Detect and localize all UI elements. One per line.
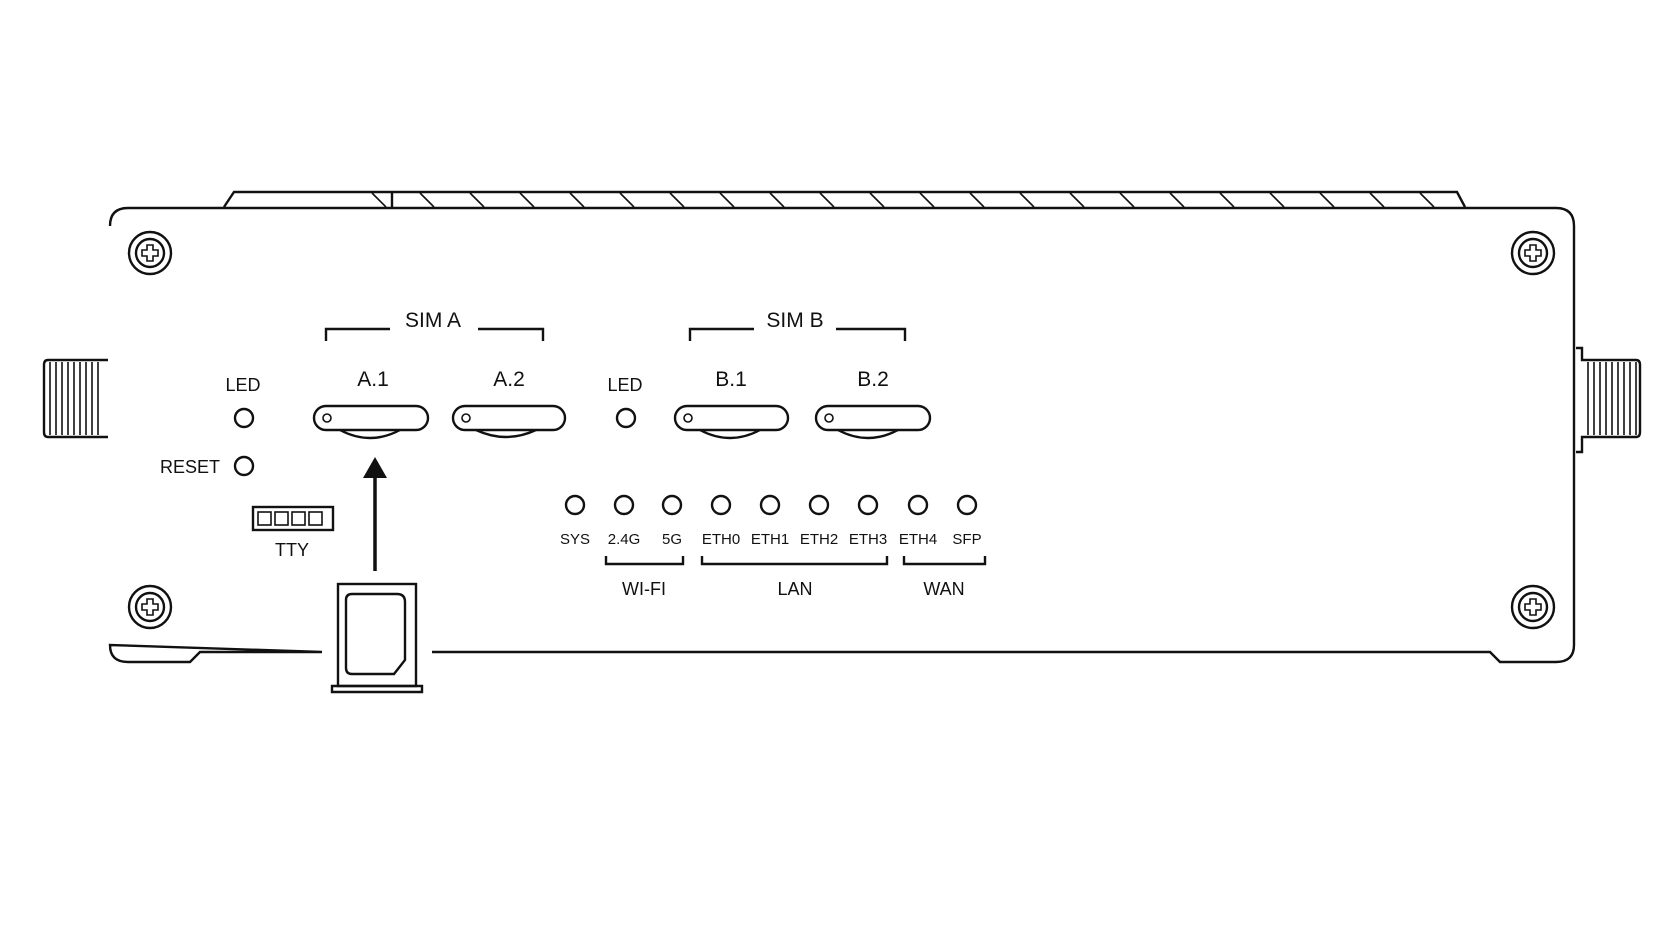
indicator-led-label: ETH0 bbox=[702, 531, 740, 548]
wifi-group-label: WI-FI bbox=[622, 579, 666, 599]
slot-b2-label: B.2 bbox=[857, 368, 889, 391]
status-led-left bbox=[233, 407, 255, 429]
tty-label: TTY bbox=[275, 540, 309, 560]
screw-icon bbox=[127, 584, 173, 630]
led-label-left: LED bbox=[225, 375, 260, 395]
sim-tray[interactable] bbox=[330, 582, 424, 694]
indicator-led-label: SFP bbox=[952, 531, 981, 548]
indicator-led-row: SYS 2.4G 5G ETH0 ETH1 ETH2 ETH3 ETH4 SFP bbox=[560, 494, 982, 548]
indicator-led-label: 5G bbox=[662, 531, 682, 548]
screw-icon bbox=[127, 230, 173, 276]
indicator-led-eth0 bbox=[710, 494, 732, 516]
reset-button[interactable] bbox=[233, 455, 255, 477]
indicator-led-5g bbox=[661, 494, 683, 516]
indicator-led-eth3 bbox=[857, 494, 879, 516]
lan-group: LAN bbox=[700, 556, 889, 599]
insert-arrow bbox=[363, 457, 387, 571]
indicator-led-24g bbox=[613, 494, 635, 516]
indicator-led-sfp bbox=[956, 494, 978, 516]
chassis-outline bbox=[108, 206, 1576, 664]
sim-slot-b1[interactable] bbox=[673, 404, 790, 440]
indicator-led-label: ETH1 bbox=[751, 531, 789, 548]
sim-b-group: SIM B bbox=[688, 309, 907, 341]
indicator-led-label: 2.4G bbox=[608, 531, 641, 548]
screw-icon bbox=[1510, 230, 1556, 276]
sim-a-group: SIM A bbox=[324, 309, 545, 341]
tty-port[interactable] bbox=[251, 505, 335, 532]
sim-a-label: SIM A bbox=[405, 309, 461, 332]
sim-b-label: SIM B bbox=[766, 309, 823, 332]
sim-slot-a1[interactable] bbox=[312, 404, 430, 440]
slot-a2-label: A.2 bbox=[493, 368, 525, 391]
led-label-mid: LED bbox=[607, 375, 642, 395]
reset-label: RESET bbox=[160, 457, 220, 477]
indicator-led-eth4 bbox=[907, 494, 929, 516]
status-led-mid bbox=[615, 407, 637, 429]
slot-a1-label: A.1 bbox=[357, 368, 389, 391]
antenna-connector-left bbox=[42, 358, 108, 439]
indicator-led-label: SYS bbox=[560, 531, 590, 548]
sim-slot-b2[interactable] bbox=[814, 404, 932, 440]
screw-icon bbox=[1510, 584, 1556, 630]
indicator-led-eth1 bbox=[759, 494, 781, 516]
wifi-group: WI-FI bbox=[604, 556, 685, 599]
indicator-led-label: ETH4 bbox=[899, 531, 937, 548]
indicator-led-label: ETH3 bbox=[849, 531, 887, 548]
indicator-led-eth2 bbox=[808, 494, 830, 516]
wan-group: WAN bbox=[902, 556, 987, 599]
indicator-led-label: ETH2 bbox=[800, 531, 838, 548]
sim-slot-a2[interactable] bbox=[451, 404, 567, 439]
lan-group-label: LAN bbox=[777, 579, 812, 599]
wan-group-label: WAN bbox=[923, 579, 964, 599]
top-heatsink bbox=[223, 190, 1467, 208]
sim-card bbox=[344, 592, 407, 676]
slot-b1-label: B.1 bbox=[715, 368, 747, 391]
indicator-led-sys bbox=[564, 494, 586, 516]
antenna-connector-right bbox=[1576, 346, 1642, 454]
